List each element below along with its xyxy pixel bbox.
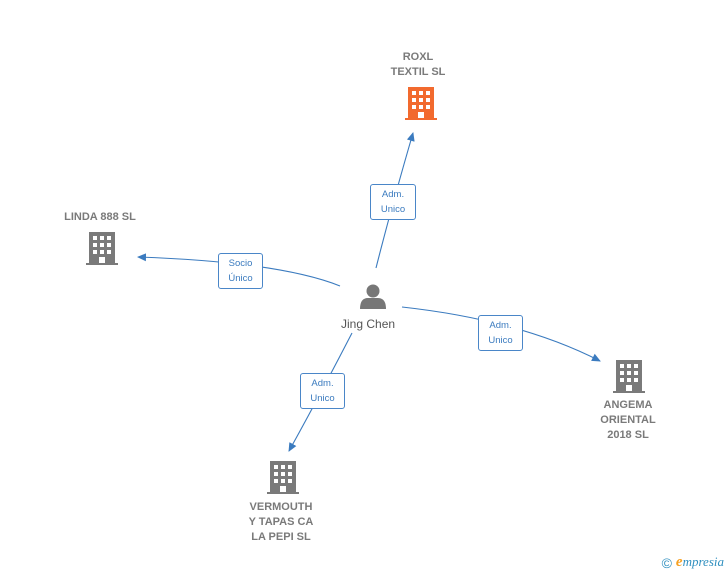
company-name-line: TEXTIL SL <box>390 66 446 78</box>
company-name-line: ANGEMA <box>603 399 653 411</box>
company-name-line: Y TAPAS CA <box>248 516 314 528</box>
edge-label-roxl: Adm. Unico <box>370 184 416 220</box>
building-icon-linda[interactable] <box>86 232 118 265</box>
company-name-line: LINDA 888 SL <box>64 211 136 223</box>
edge-label-angema: Adm. Unico <box>478 315 523 351</box>
company-name-line: LA PEPI SL <box>251 531 311 543</box>
building-icon-roxl[interactable] <box>405 87 437 120</box>
copyright-icon: © <box>661 554 672 571</box>
company-label-roxl[interactable]: ROXL TEXTIL SL <box>378 50 458 80</box>
building-icon-vermouth[interactable] <box>267 461 299 494</box>
person-name[interactable]: Jing Chen <box>341 317 396 331</box>
person-icon[interactable] <box>360 284 386 310</box>
company-name-line: ORIENTAL <box>600 414 656 426</box>
edge-label-linda: Socio Único <box>218 253 263 289</box>
brand-footer[interactable]: © empresia <box>662 554 724 571</box>
company-label-angema[interactable]: ANGEMA ORIENTAL 2018 SL <box>588 398 668 443</box>
company-name-line: VERMOUTH <box>249 501 313 513</box>
company-name-line: ROXL <box>402 51 434 63</box>
building-icon-angema[interactable] <box>613 360 645 393</box>
edge-label-vermouth: Adm. Unico <box>300 373 345 409</box>
company-name-line: 2018 SL <box>607 429 649 441</box>
brand-logo: empresia <box>675 554 724 570</box>
company-label-linda[interactable]: LINDA 888 SL <box>50 210 150 225</box>
company-label-vermouth[interactable]: VERMOUTH Y TAPAS CA LA PEPI SL <box>236 500 326 545</box>
